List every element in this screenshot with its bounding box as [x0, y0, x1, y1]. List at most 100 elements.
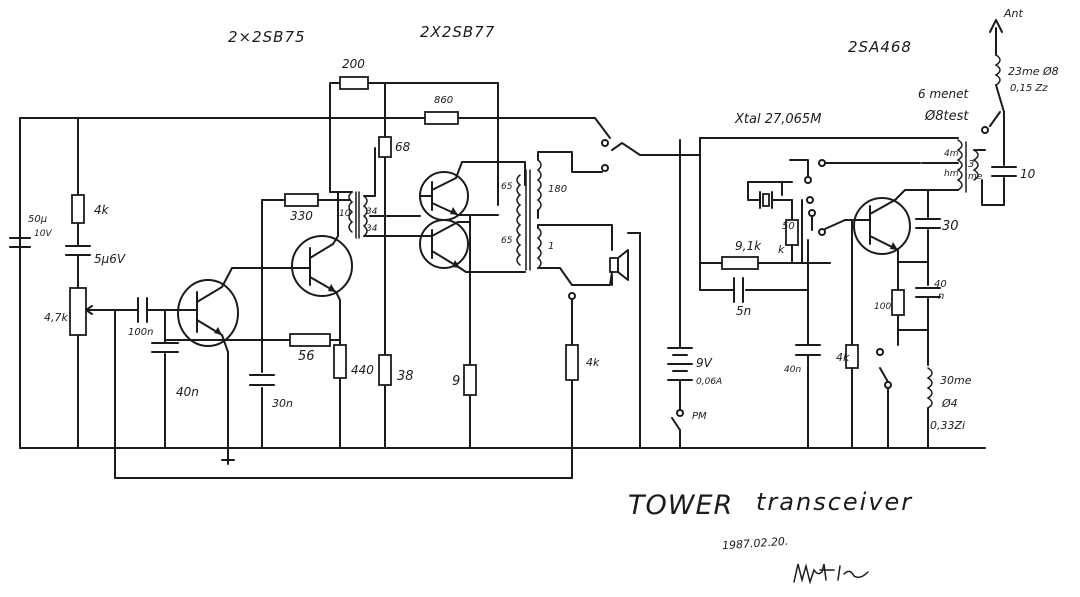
- label-pot: 4,7k: [44, 311, 68, 324]
- transistor-q1: [177, 267, 239, 347]
- capacitor-10: [991, 139, 1017, 206]
- capacitor-30n: [249, 374, 275, 386]
- resistor-100: [891, 289, 905, 316]
- transformer-t2: [516, 151, 613, 286]
- mode-switch: [568, 117, 701, 479]
- label-r9-1k: 9,1k: [735, 239, 762, 253]
- antenna-label: Ant: [1004, 7, 1023, 20]
- resistor-50: [785, 219, 799, 246]
- label-l-hm: hm: [944, 169, 959, 179]
- rf-top-wire: [699, 137, 959, 291]
- label-l015: 0,15 Zz: [1010, 83, 1048, 94]
- resistor-860: [424, 111, 459, 125]
- resistor-68: [378, 136, 392, 158]
- label-t-65b: 65: [501, 236, 513, 246]
- capacitor-5n: [733, 277, 744, 303]
- crystal-xtal: [747, 159, 816, 264]
- resistor-38: [378, 354, 392, 386]
- label-b9v: 9V: [696, 356, 712, 370]
- resistor-330: [284, 193, 319, 207]
- resistor-56: [289, 333, 331, 347]
- label-l6: 6 menet: [918, 87, 969, 101]
- capacitor-30: [915, 189, 941, 286]
- label-c40n-left: 40n: [176, 385, 199, 399]
- label-t-65a: 65: [501, 182, 513, 192]
- label-c40-rf2-n: n: [938, 291, 945, 302]
- label-l-4m: 4m: [944, 149, 959, 159]
- label-t-10: 10: [339, 209, 351, 219]
- transistor-q2: [291, 235, 353, 297]
- label-c50u: 50μ: [28, 214, 48, 225]
- label-c5n: 5n: [736, 304, 752, 318]
- label-r4k-input: 4k: [94, 203, 109, 217]
- label-t-34b: 34: [366, 224, 378, 234]
- label-r440: 440: [351, 363, 374, 377]
- label-r38: 38: [397, 369, 414, 384]
- transistor-q3: [419, 171, 469, 221]
- resistor-440: [333, 344, 347, 379]
- inductor-23me: [994, 27, 1005, 113]
- label-r4k-rf: 4k: [836, 351, 850, 364]
- label-l8test: Ø8test: [925, 109, 969, 124]
- label-r50: 50: [782, 221, 795, 232]
- label-l-033: 0,33Zi: [930, 419, 966, 432]
- label-c50u-volt: 10V: [34, 229, 52, 239]
- transistor-q5: [844, 197, 911, 255]
- title-tower: TOWER: [628, 490, 734, 521]
- header-transistor-2: 2X2SB77: [420, 23, 496, 41]
- title-transceiver: transceiver: [756, 488, 914, 516]
- capacitor-50u: [9, 117, 31, 248]
- output-stage-wires: [455, 161, 526, 449]
- label-r9: 9: [452, 374, 461, 389]
- signature-scribble: [793, 563, 869, 585]
- label-xtal: Xtal 27,065M: [735, 112, 822, 127]
- label-r9-1k-k: k: [778, 243, 785, 256]
- label-l-me: me: [968, 172, 983, 182]
- label-r56: 56: [298, 349, 315, 364]
- label-b-current: 0,06A: [696, 377, 723, 387]
- label-l-30me: 30me: [940, 374, 972, 387]
- battery-9v: [667, 139, 693, 449]
- antenna-switch: [981, 111, 1005, 141]
- resistor-9: [463, 364, 477, 396]
- q1-wires: [164, 267, 301, 461]
- switch-rx-tx: [807, 159, 921, 449]
- label-t-180: 180: [548, 184, 568, 195]
- label-c5u: 5μ6V: [94, 252, 126, 266]
- label-r860: 860: [434, 95, 454, 106]
- label-t-1: 1: [548, 241, 555, 252]
- label-t-34a: 34: [366, 207, 378, 217]
- label-l23: 23me Ø8: [1008, 65, 1059, 78]
- top-rail: [19, 117, 596, 449]
- q5-wires: [851, 189, 929, 449]
- potentiometer-4-7k: [69, 287, 87, 336]
- rf-tank-coil: [921, 139, 1005, 206]
- label-c10: 10: [1020, 167, 1036, 181]
- antenna-arrow: [989, 19, 1003, 33]
- label-c100n: 100n: [128, 327, 154, 338]
- label-r100: 100: [874, 302, 892, 312]
- wire-top-200: [329, 82, 499, 449]
- resistor-9-1k: [721, 256, 759, 270]
- resistor-4k-rf: [845, 344, 859, 369]
- pot-wiper: [85, 305, 139, 315]
- label-l-phi4: Ø4: [942, 397, 958, 410]
- capacitor-40-rf2: [915, 287, 941, 366]
- header-transistor-1: 2×2SB75: [228, 28, 306, 46]
- resistor-200: [339, 76, 369, 90]
- label-r330: 330: [290, 209, 313, 223]
- capacitor-5u: [65, 245, 91, 256]
- resistor-4k-out: [565, 344, 579, 381]
- label-c30: 30: [942, 219, 959, 234]
- label-pm: PM: [692, 411, 707, 422]
- resistor-4k-input: [71, 194, 85, 224]
- label-c40n-rf: 40n: [784, 365, 802, 375]
- inductor-30me: [926, 367, 933, 449]
- label-l-3: 3: [968, 159, 975, 170]
- transformer-t1: [337, 147, 421, 239]
- header-transistor-3: 2SA468: [848, 38, 912, 56]
- label-r4k-out: 4k: [586, 356, 600, 369]
- label-r68: 68: [395, 140, 411, 154]
